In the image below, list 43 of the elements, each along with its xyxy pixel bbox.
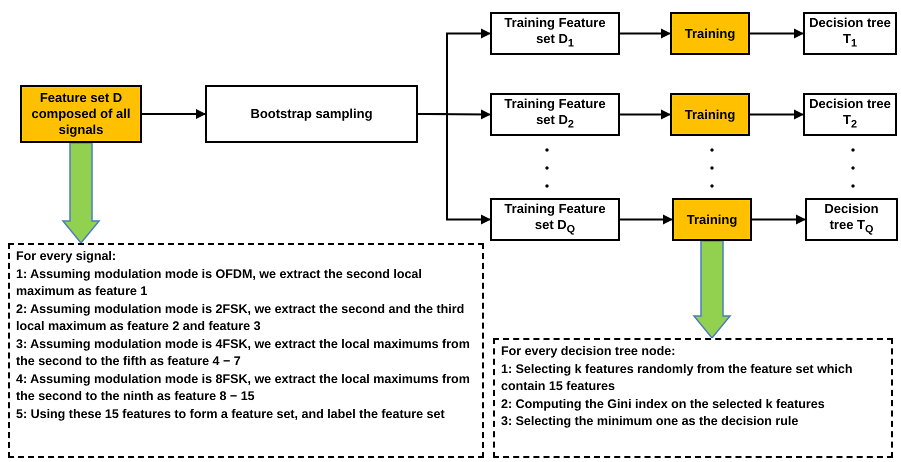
process-box (490, 12, 620, 55)
process-box (803, 93, 897, 136)
box-label: Training (684, 26, 736, 42)
note-item: 3: Assuming modulation mode is 4FSK, we extract the local maximums from the second to the fifth as feature 4 − 7 (16, 336, 471, 370)
box-label: Bootstrap sampling (250, 106, 373, 122)
note-item: 5: Using these 15 features to form a feature set, and label the feature set (16, 406, 446, 423)
box-label: Feature set D composed of all signals (30, 90, 132, 138)
note-item: 4: Assuming modulation mode is 8FSK, we extract the local maximums from the second to the ninth as feature 8 − 15 (16, 370, 471, 405)
process-box (490, 93, 620, 136)
box-label: Training (684, 106, 736, 122)
box-label: Decision tree T$_{2}$ (809, 96, 891, 133)
box-label: Decision tree T$_{1}$ (809, 15, 891, 52)
process-box (670, 12, 750, 55)
box-label: Decision tree T$_{Q}$ (823, 201, 880, 238)
note-item: 3: Selecting the minimum one as the decision rule (501, 413, 800, 430)
arrow (752, 214, 806, 224)
note-item: 1: Assuming modulation mode is OFDM, we extract the second local maximum as feature 1 (16, 266, 423, 300)
block-arrow (692, 240, 732, 340)
box-label: Training Feature set D$_{Q}$ (503, 201, 607, 238)
arrow (750, 28, 804, 38)
arrow (750, 110, 804, 120)
process-box (803, 12, 897, 55)
note-item: 2: Assuming modulation mode is 2FSK, we extract the second and the third local maximum as feature 2 and feature 3 (16, 300, 466, 335)
arrow (142, 109, 206, 119)
process-box (805, 198, 898, 241)
process-box (672, 198, 752, 241)
note-panel (8, 243, 484, 458)
note-item: 1: Selecting k features randomly from the feature set which contain 15 features (501, 360, 854, 395)
box-label: Training (686, 212, 738, 228)
arrow (620, 214, 673, 224)
block-arrow (61, 142, 101, 244)
note-item: 2: Computing the Gini index on the selected k features (501, 396, 826, 413)
note-heading: For every signal: (16, 248, 118, 265)
box-label: Training Feature set D$_{2}$ (503, 96, 607, 133)
process-box (205, 85, 418, 143)
process-box (490, 198, 620, 241)
arrow (620, 28, 671, 38)
note-panel (493, 338, 893, 458)
note-heading: For every decision tree node: (501, 343, 676, 360)
process-box (670, 93, 750, 136)
process-box (20, 85, 142, 143)
arrow (620, 110, 671, 120)
box-label: Training Feature set D$_{1}$ (503, 15, 607, 52)
